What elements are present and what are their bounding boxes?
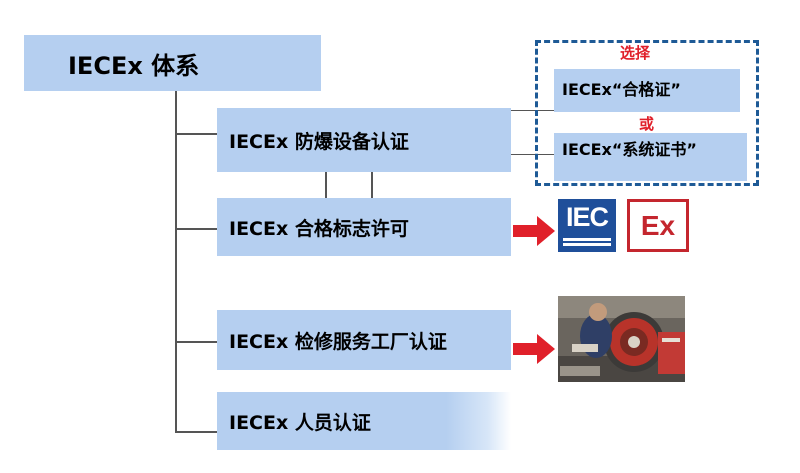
option-certificate-label: IECEx“合格证” <box>562 80 681 100</box>
ex-logo-text: Ex <box>640 209 676 241</box>
trunk-line <box>175 91 177 433</box>
repair-workshop-photo <box>558 296 685 382</box>
option-line-bottom <box>510 154 554 155</box>
arrow-right-icon-mark <box>513 216 555 246</box>
option-certificate-box: IECEx“合格证” <box>554 69 740 112</box>
or-label: 或 <box>639 115 655 133</box>
item-box-mark: IECEx 合格标志许可 <box>217 198 511 256</box>
iec-logo-text: IEC <box>565 202 609 232</box>
option-dashed-frame <box>535 40 759 186</box>
item-label-personnel: IECEx 人员认证 <box>229 411 371 434</box>
branch-line-1 <box>175 133 217 135</box>
branch-line-4 <box>175 431 217 433</box>
option-system-label: IECEx“系统证书” <box>562 140 697 159</box>
root-box: IECEx 体系 <box>24 35 321 91</box>
item-box-repair: IECEx 检修服务工厂认证 <box>217 310 511 370</box>
iec-logo-mark <box>563 238 611 246</box>
option-line-top <box>510 110 554 111</box>
item-label-repair: IECEx 检修服务工厂认证 <box>229 330 447 353</box>
item-label-equipment: IECEx 防爆设备认证 <box>229 130 409 153</box>
branch-line-3 <box>175 341 217 343</box>
option-system-box: IECEx“系统证书” <box>554 133 747 181</box>
link-line-b <box>371 172 373 198</box>
motor-repair-image <box>558 296 685 382</box>
iec-logo: IEC <box>558 199 616 252</box>
select-label: 选择 <box>620 44 651 62</box>
item-box-personnel: IECEx 人员认证 <box>217 392 511 450</box>
link-line-a <box>325 172 327 198</box>
item-box-equipment: IECEx 防爆设备认证 <box>217 108 511 172</box>
root-title: IECEx 体系 <box>68 51 200 80</box>
item-label-mark: IECEx 合格标志许可 <box>229 217 409 240</box>
ex-logo: Ex <box>627 199 689 252</box>
branch-line-2 <box>175 228 217 230</box>
arrow-right-icon-repair <box>513 334 555 364</box>
